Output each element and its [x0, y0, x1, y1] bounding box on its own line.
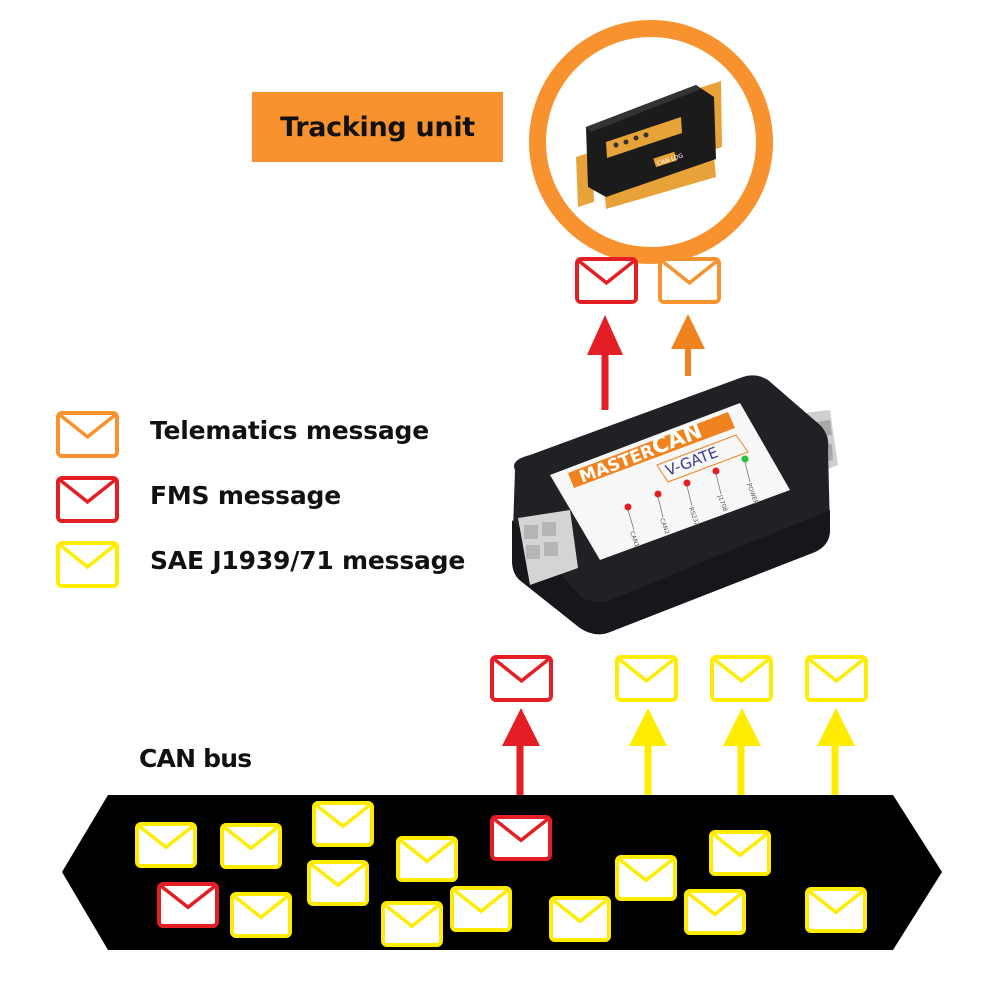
fms-envelope-icon	[575, 257, 638, 304]
j1939-envelope-icon	[805, 655, 868, 702]
j1939-bus-envelope-icon	[220, 823, 282, 869]
j1939-bus-envelope-icon	[396, 836, 458, 882]
fms-envelope-icon	[490, 655, 553, 702]
j1939-bus-envelope-icon	[450, 886, 512, 932]
j1939-bus-envelope-icon	[135, 822, 197, 868]
fms-envelope-icon	[56, 476, 119, 523]
led-power	[741, 455, 751, 483]
j1939-envelope-icon	[710, 655, 773, 702]
j1939-bus-envelope-icon	[549, 896, 611, 942]
j1939-arrow-from-bus-3	[817, 708, 855, 869]
j1939-bus-envelope-icon	[312, 801, 374, 847]
fms-arrow-from-bus	[502, 708, 540, 807]
can-bus-label: CAN bus	[139, 744, 252, 773]
led-j1708	[712, 467, 722, 495]
mastercan-vgate-device: MASTERCAN V-GATE CAN1 CAN2 RS232 J1708 P…	[512, 375, 838, 635]
fms-arrow-up	[587, 315, 623, 410]
j1939-bus-envelope-icon	[230, 892, 292, 938]
j1939-bus-envelope-icon	[684, 889, 746, 935]
tracking-unit-label-box: Tracking unit	[252, 92, 503, 162]
j1939-arrow-from-bus-1	[629, 708, 667, 842]
led-can2	[654, 490, 664, 518]
j1939-arrow-from-bus-2	[723, 708, 761, 820]
fms-bus-envelope-icon	[157, 882, 219, 928]
tracking-unit-label: Tracking unit	[280, 111, 475, 143]
j1939-bus-envelope-icon	[615, 855, 677, 901]
telematics-arrow-up	[671, 314, 705, 376]
legend-j1939-label: SAE J1939/71 message	[150, 546, 466, 575]
tracking-unit-device-icon: CAN LOG	[576, 81, 722, 209]
j1939-envelope-icon	[615, 655, 678, 702]
j1939-bus-envelope-icon	[307, 860, 369, 906]
j1939-bus-envelope-icon	[381, 901, 443, 947]
j1939-bus-envelope-icon	[709, 830, 771, 876]
telematics-envelope-icon	[56, 411, 119, 458]
j1939-bus-envelope-icon	[805, 887, 867, 933]
led-rs232	[683, 479, 693, 507]
telematics-envelope-icon	[658, 257, 721, 304]
led-can1	[624, 503, 635, 531]
legend-telematics-label: Telematics message	[150, 416, 429, 445]
fms-bus-envelope-icon	[490, 815, 552, 861]
j1939-envelope-icon	[56, 541, 119, 588]
legend-fms-label: FMS message	[150, 481, 341, 510]
